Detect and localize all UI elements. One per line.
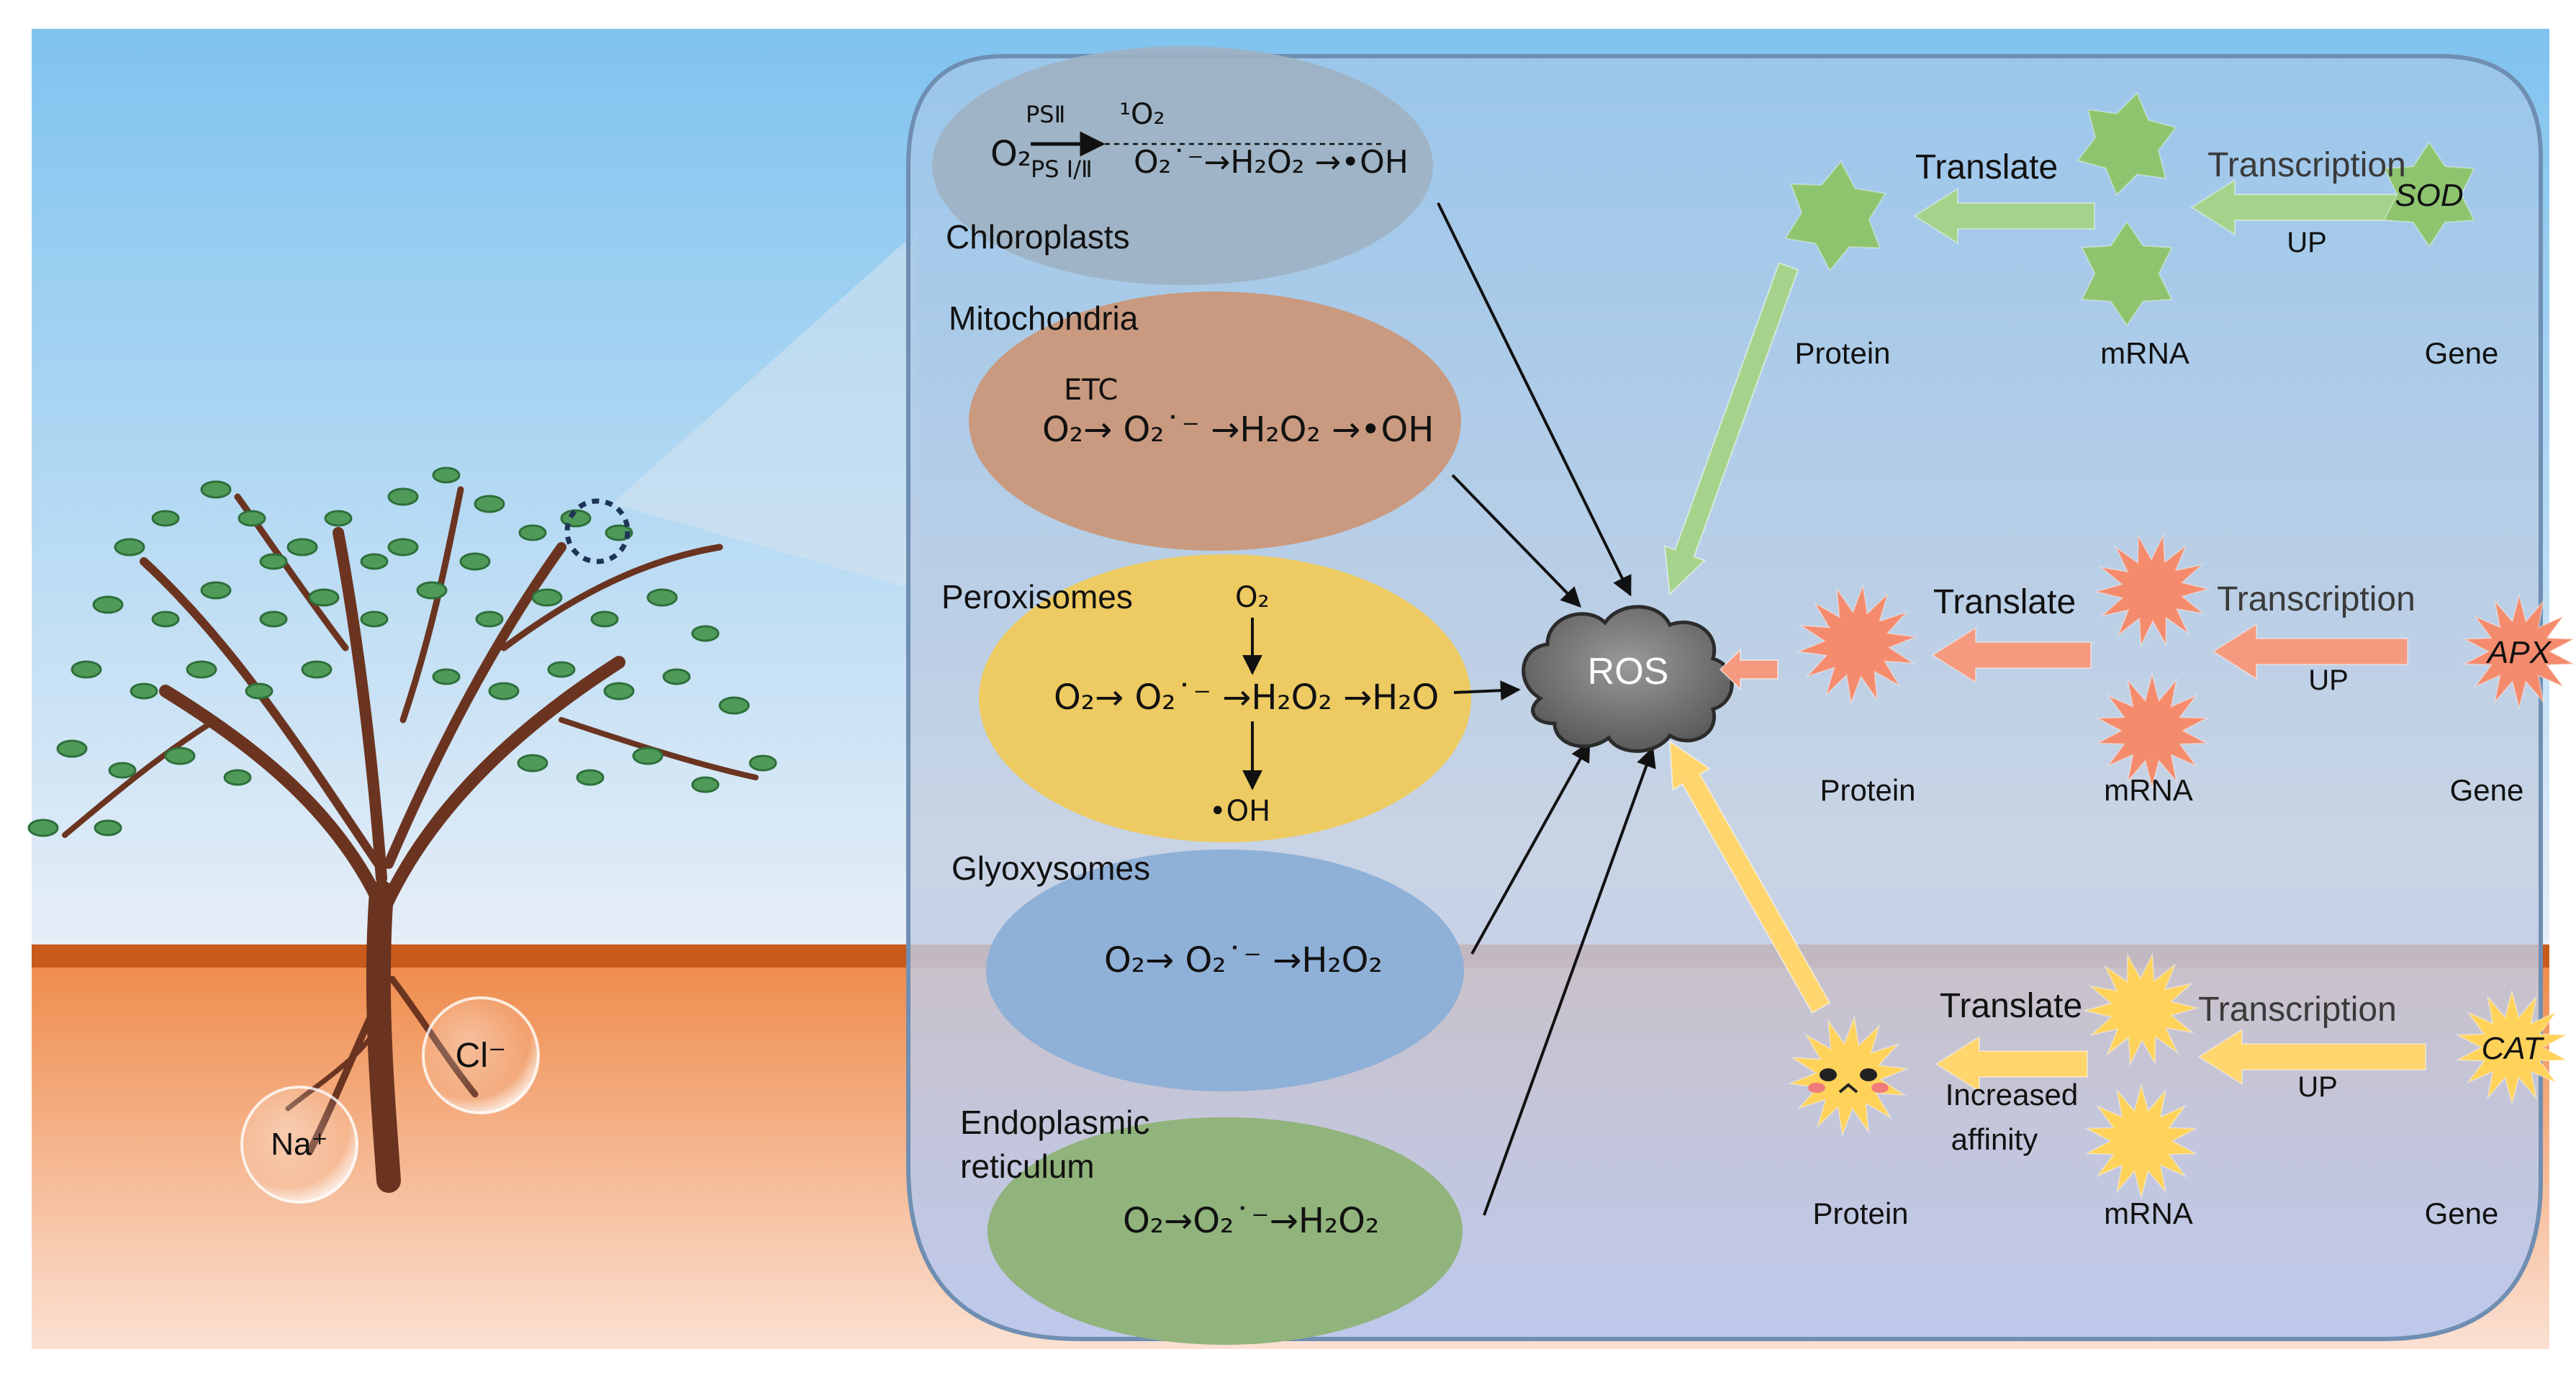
pathway-cat — [1668, 740, 2570, 1200]
mitochondria-label: Mitochondria — [949, 299, 1139, 337]
peroxisomes-label: Peroxisomes — [941, 578, 1133, 616]
translate-label: Translate — [1940, 987, 2082, 1025]
up-label: UP — [2308, 664, 2349, 696]
up-label: UP — [2287, 227, 2327, 258]
er-label-line1: Endoplasmic — [960, 1104, 1149, 1141]
sodium-ion: Na⁺ — [240, 1086, 358, 1204]
chloroplast-ps2: PSⅡ — [1026, 101, 1065, 128]
protein-face-eye-left — [1820, 1068, 1837, 1081]
mrna-shape-2 — [2094, 672, 2210, 790]
gene-shape — [2383, 141, 2475, 248]
protein-label: Protein — [1820, 773, 1915, 807]
peroxisome-chain: O₂→ O₂˙⁻ →H₂O₂ →H₂O — [1054, 677, 1439, 718]
er-label-line2: reticulum — [960, 1148, 1095, 1185]
gene-name: CAT — [2482, 1031, 2545, 1066]
gene-shape — [2462, 592, 2576, 711]
protein-label: Protein — [1794, 336, 1890, 370]
mrna-shape-1 — [2093, 532, 2211, 649]
ros-cloud: ROS — [1522, 605, 1734, 753]
mitochondria-ellipse — [969, 292, 1461, 551]
mrna-label: mRNA — [2104, 1196, 2193, 1230]
chloride-ion: Cl⁻ — [422, 996, 540, 1114]
peroxisome-ellipse — [979, 554, 1471, 842]
transcription-label: Transcription — [2207, 146, 2406, 184]
glyoxysome-ellipse — [986, 849, 1464, 1091]
mrna-shape-1 — [2082, 951, 2200, 1068]
translate-label: Translate — [1915, 148, 2058, 186]
chloroplast-chain: O₂˙⁻→H₂O₂ →•OH — [1134, 144, 1409, 181]
gene-label: Gene — [2450, 773, 2524, 807]
protein-face-eye-right — [1860, 1068, 1877, 1081]
transcription-arrow — [2190, 179, 2405, 236]
mrna-label: mRNA — [2100, 336, 2189, 370]
protein-to-ros-arrow — [1719, 648, 1779, 691]
chloroplast-ps12: PS Ⅰ/Ⅱ — [1031, 155, 1093, 183]
increased-affinity-line2: affinity — [1951, 1122, 2038, 1156]
peroxisome-bottom: •OH — [1209, 795, 1270, 828]
mrna-shape-2 — [2084, 1082, 2199, 1200]
mrna-shape-1 — [2076, 91, 2178, 197]
sodium-label: Na⁺ — [271, 1127, 327, 1162]
zoom-circle — [564, 498, 631, 564]
pathway-sod — [1663, 91, 2475, 596]
mitochondria-etc: ETC — [1064, 374, 1118, 407]
transcription-arrow — [2212, 623, 2408, 680]
chloroplast-singlet-oxygen: ¹O₂ — [1119, 98, 1165, 131]
protein-face-blush-right — [1871, 1083, 1889, 1093]
gene-name: APX — [2485, 635, 2552, 670]
arrow-mitochondria-ros — [1451, 474, 1581, 608]
glyoxysomes-label: Glyoxysomes — [952, 849, 1150, 887]
glyoxysome-chain: O₂→ O₂˙⁻ →H₂O₂ — [1104, 940, 1383, 980]
translate-label: Translate — [1933, 583, 2076, 621]
gene-name: SOD — [2395, 178, 2463, 213]
up-label: UP — [2297, 1071, 2338, 1103]
chloride-label: Cl⁻ — [456, 1037, 507, 1075]
mitochondria-chain: O₂→ O₂˙⁻ →H₂O₂ →•OH — [1042, 410, 1434, 450]
arrow-glyoxysome-ros — [1470, 741, 1591, 955]
translate-arrow — [1913, 187, 2095, 245]
chloroplast-ellipse — [932, 46, 1433, 285]
mrna-shape-2 — [2081, 220, 2173, 327]
peroxisome-top: O₂ — [1235, 581, 1270, 614]
protein-shape — [1784, 160, 1886, 272]
chloroplast-o2: O₂ — [990, 134, 1031, 174]
transcription-label: Transcription — [2198, 991, 2397, 1029]
translate-arrow — [1931, 626, 2092, 684]
protein-face-mouth — [1838, 1083, 1858, 1094]
translate-arrow — [1935, 1035, 2088, 1093]
pathway-apx — [1719, 532, 2576, 790]
arrow-er-ros — [1483, 747, 1656, 1216]
ros-label: ROS — [1588, 651, 1669, 693]
er-chain: O₂→O₂˙⁻→H₂O₂ — [1123, 1201, 1379, 1241]
transcription-arrow — [2197, 1028, 2426, 1086]
protein-face-blush-left — [1808, 1083, 1825, 1093]
gene-shape — [2454, 988, 2570, 1106]
protein-shape — [1795, 582, 1919, 706]
gene-label: Gene — [2425, 336, 2499, 370]
arrow-chloroplast-ros — [1437, 202, 1632, 597]
transcription-label: Transcription — [2217, 580, 2415, 618]
increased-affinity-line1: Increased — [1945, 1078, 2078, 1112]
protein-to-ros-arrow — [1668, 740, 1831, 1014]
gene-label: Gene — [2425, 1196, 2499, 1230]
chloroplasts-label: Chloroplasts — [946, 218, 1130, 256]
zoom-cone — [612, 230, 918, 590]
mrna-label: mRNA — [2104, 773, 2193, 807]
er-ellipse — [988, 1117, 1463, 1345]
arrow-peroxisome-ros — [1453, 680, 1521, 701]
protein-shape — [1786, 1014, 1910, 1138]
protein-to-ros-arrow — [1663, 261, 1799, 596]
ros-arrows — [1437, 202, 1656, 1216]
protein-label: Protein — [1812, 1196, 1908, 1230]
